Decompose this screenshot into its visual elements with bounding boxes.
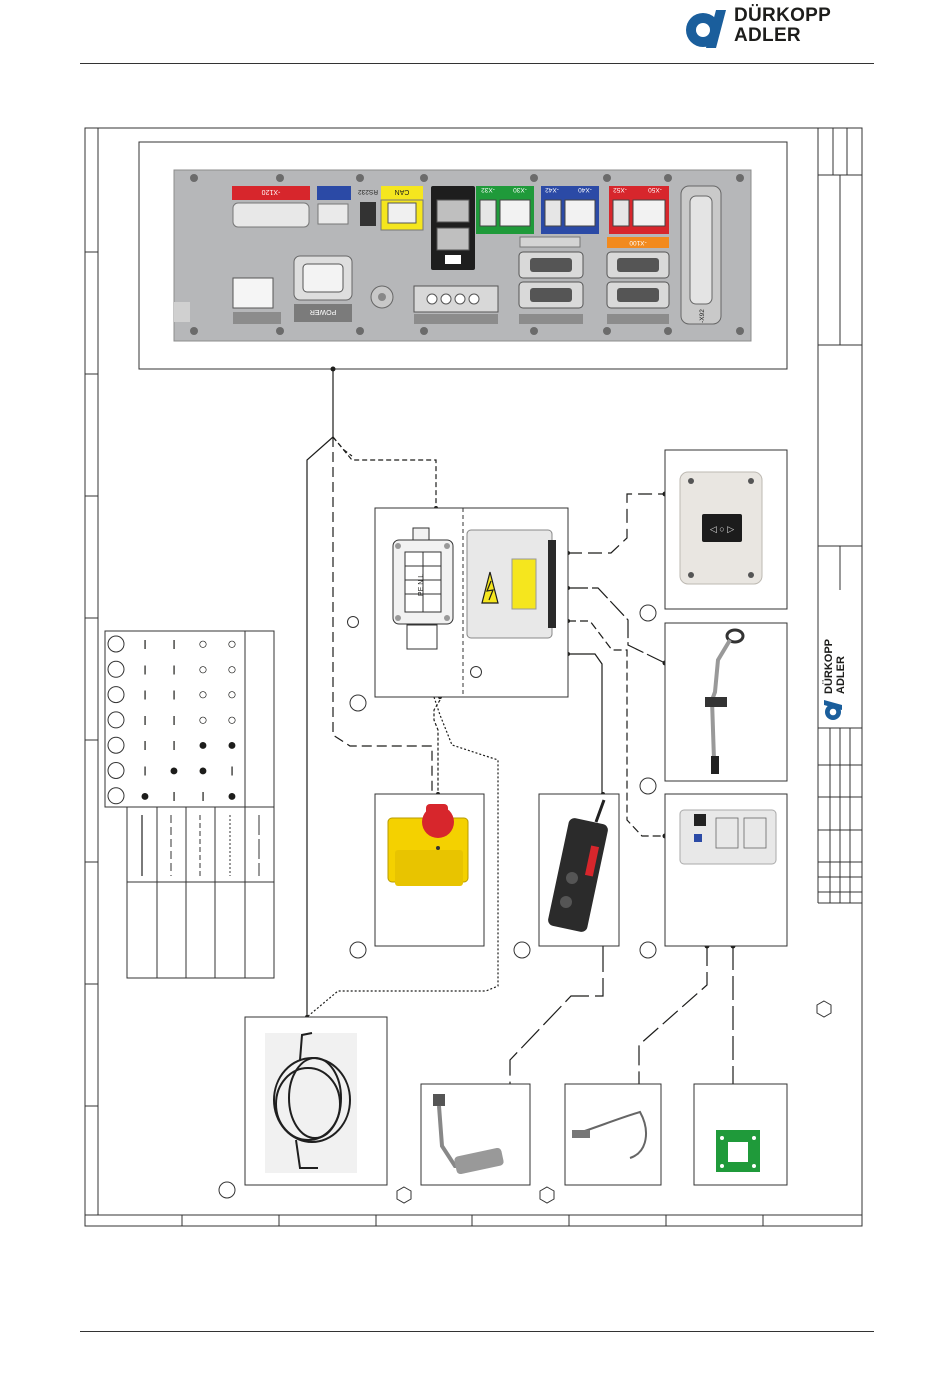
legend-cell: I <box>172 713 176 728</box>
power-label: POWER <box>310 308 336 315</box>
x52-label: -X52 <box>613 186 627 193</box>
callout-circle <box>514 942 530 958</box>
legend-cell: I <box>143 738 147 753</box>
transformer-box <box>467 530 552 638</box>
legend-cell: ● <box>140 788 150 805</box>
callout-hex <box>817 1001 831 1017</box>
callout-circle <box>640 942 656 958</box>
legend-row-marker <box>108 712 124 728</box>
warning-label <box>512 559 536 609</box>
usb-band <box>317 186 351 200</box>
legend-cell: ○ <box>198 687 208 704</box>
legend-cell: I <box>230 764 234 779</box>
legend-cell: ○ <box>198 661 208 678</box>
can-label: CAN <box>395 188 410 195</box>
title-block-logo-line1: DÜRKOPP <box>822 639 835 694</box>
x32-label: -X32 <box>481 186 495 193</box>
legend-cell: I <box>201 789 205 804</box>
callout-circle <box>471 667 482 678</box>
legend-cell: ○ <box>198 712 208 729</box>
callout-hex <box>540 1187 554 1203</box>
rs232-label: RS232 <box>358 188 378 195</box>
legend-cell: ● <box>198 763 208 780</box>
legend-cell: I <box>143 688 147 703</box>
title-block-logo-line2: ADLER <box>835 656 847 694</box>
callout-circle <box>350 942 366 958</box>
legend-cell: I <box>172 637 176 652</box>
legend-cell: ○ <box>227 712 237 729</box>
legend-cell: ○ <box>198 636 208 653</box>
callout-circle <box>348 617 359 628</box>
legend-cell: ○ <box>227 661 237 678</box>
legend-cell: ○ <box>227 636 237 653</box>
legend-cell: ● <box>227 737 237 754</box>
callout-hex <box>397 1187 411 1203</box>
frame-zone-ticks-bottom <box>182 1215 763 1226</box>
callout-circle <box>640 778 656 794</box>
x120-sub-d-connector <box>233 203 309 227</box>
x50-label: -X50 <box>648 186 662 193</box>
x120-label: -X120 <box>262 188 281 195</box>
legend-row-marker <box>108 636 124 652</box>
pedal-switch-symbols: ◁ ○ ▷ <box>710 524 734 534</box>
legend-row-marker <box>108 788 124 804</box>
mains-cable-photo <box>265 1033 357 1173</box>
ethernet-port <box>318 204 348 224</box>
legend-cell: I <box>172 662 176 677</box>
power-box-terminals: PE N L <box>418 574 425 596</box>
legend-cell: I <box>172 789 176 804</box>
panel-tab <box>174 302 190 322</box>
x100-left-tag <box>520 237 580 247</box>
rs232-port <box>360 202 376 226</box>
x30-label: -X30 <box>513 186 527 193</box>
callout-circle <box>219 1182 235 1198</box>
x100-label: -X100 <box>629 239 647 246</box>
legend-row-marker <box>108 737 124 753</box>
legend-cell: ○ <box>227 687 237 704</box>
power-switch-label-plate <box>233 312 281 324</box>
legend-cell: ● <box>198 737 208 754</box>
title-block <box>818 128 862 903</box>
legend-row-marker <box>108 687 124 703</box>
legend-cell: I <box>143 713 147 728</box>
legend-cell: I <box>143 662 147 677</box>
frame-zone-ticks-left <box>85 252 98 1106</box>
power-switch <box>233 278 273 308</box>
legend-cell: I <box>143 637 147 652</box>
legend-cell: ● <box>169 763 179 780</box>
x42-label: -X42 <box>545 186 559 193</box>
legend-table <box>105 631 274 978</box>
callout-circle <box>640 605 656 621</box>
x40-label: -X40 <box>578 186 592 193</box>
legend-row-marker <box>108 661 124 677</box>
legend-cell: I <box>143 764 147 779</box>
legend-cell: I <box>172 738 176 753</box>
legend-row-marker <box>108 763 124 779</box>
callout-circle <box>350 695 366 711</box>
legend-cell: I <box>172 688 176 703</box>
title-block-logo: DÜRKOPP ADLER <box>822 639 847 720</box>
x92-label: -X92 <box>699 309 706 323</box>
legend-cell: ● <box>227 788 237 805</box>
